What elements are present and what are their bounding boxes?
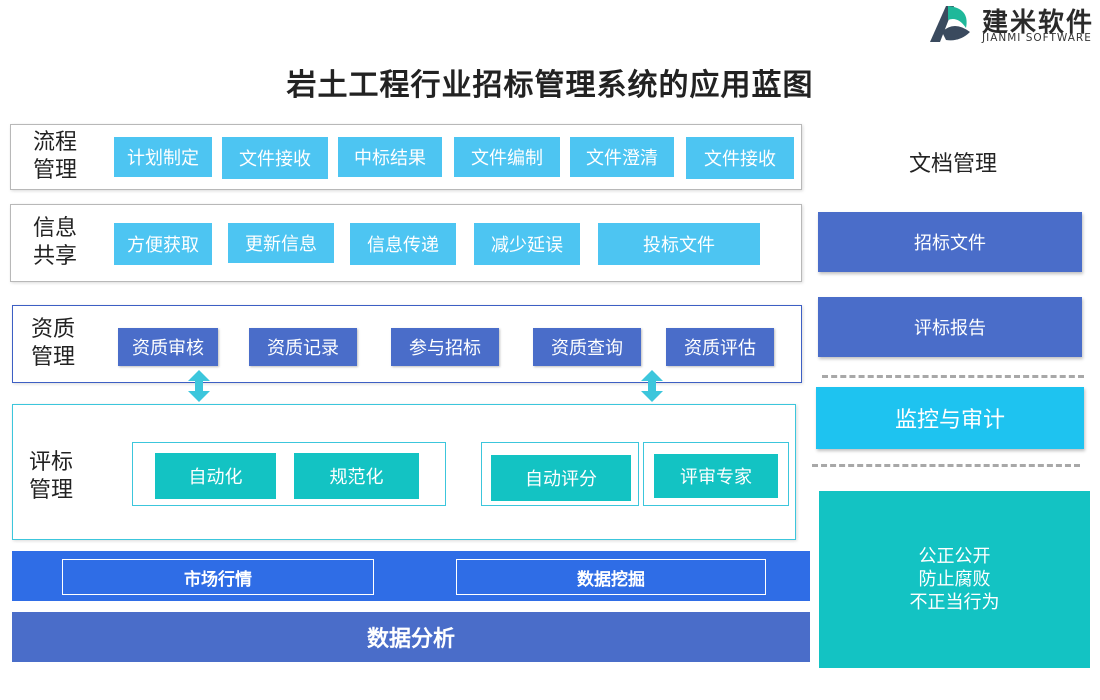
evaluation-report-box: 评标报告 (818, 297, 1082, 357)
process-item: 文件接收 (686, 137, 794, 179)
qualification-management-label: 资质管理 (30, 317, 75, 370)
market-info-box: 市场行情 (62, 559, 374, 595)
info-item: 减少延误 (474, 223, 580, 265)
evaluation-item: 自动化 (155, 453, 276, 499)
info-item: 更新信息 (228, 223, 334, 263)
process-item: 文件澄清 (570, 137, 674, 177)
evaluation-item: 评审专家 (654, 454, 778, 498)
qualification-item: 资质审核 (118, 328, 218, 366)
page-title: 岩土工程行业招标管理系统的应用蓝图 (286, 68, 814, 103)
info-item: 信息传递 (350, 223, 456, 265)
qualification-item: 资质评估 (666, 328, 774, 366)
evaluation-management-label: 评标管理 (28, 450, 73, 503)
document-management-heading: 文档管理 (908, 152, 997, 177)
evaluation-item: 规范化 (294, 453, 419, 499)
brand-name-en: JIANMI SOFTWARE (982, 32, 1092, 44)
divider (822, 375, 1084, 378)
info-sharing-label: 信息共享 (32, 216, 77, 269)
data-mining-box: 数据挖掘 (456, 559, 766, 595)
data-analysis-bar: 数据分析 (12, 612, 810, 662)
qualification-item: 资质查询 (533, 328, 641, 366)
double-arrow-icon (188, 370, 210, 402)
qualification-item: 参与招标 (391, 328, 499, 366)
fairness-box: 公正公开 防止腐败 不正当行为 (819, 491, 1090, 668)
brand-name-cn: 建米软件 (982, 8, 1095, 38)
evaluation-item: 自动评分 (491, 455, 631, 501)
bid-documents-box: 招标文件 (818, 212, 1082, 272)
process-management-label: 流程管理 (32, 130, 77, 183)
info-item: 方便获取 (114, 223, 212, 265)
process-item: 计划制定 (114, 137, 212, 177)
process-item: 文件接收 (222, 137, 328, 179)
monitor-audit-box: 监控与审计 (816, 387, 1084, 449)
process-item: 中标结果 (338, 137, 442, 177)
fairness-line: 公正公开 (918, 546, 991, 567)
process-item: 文件编制 (454, 137, 560, 177)
info-item: 投标文件 (598, 223, 760, 265)
jianmi-logo-icon (930, 6, 970, 42)
fairness-line: 不正当行为 (909, 592, 1000, 613)
double-arrow-icon (641, 370, 663, 402)
qualification-item: 资质记录 (249, 328, 357, 366)
divider (812, 464, 1080, 467)
fairness-line: 防止腐败 (918, 569, 991, 590)
